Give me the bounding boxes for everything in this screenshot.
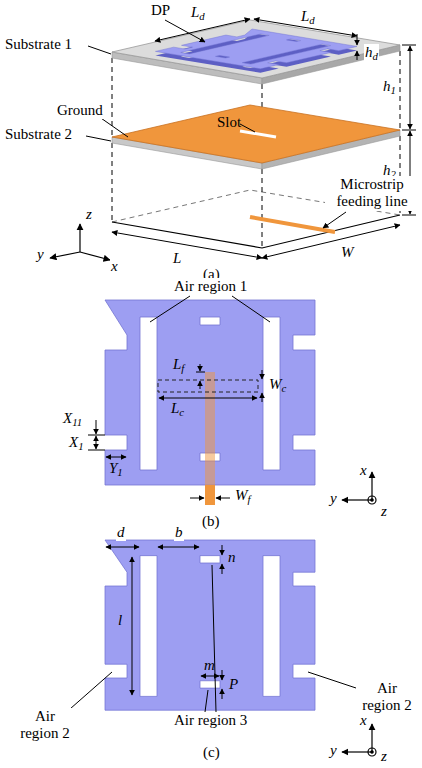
dimension-label: Wc bbox=[268, 376, 287, 393]
axis-label: z bbox=[380, 503, 388, 520]
dimension-label: Lc bbox=[170, 400, 185, 417]
part-label: Air region 2 bbox=[356, 680, 418, 715]
dimension-label: n bbox=[227, 549, 237, 566]
part-label: Air region 2 bbox=[14, 708, 76, 743]
dimension-label: b bbox=[174, 524, 184, 541]
dipole-patch-b bbox=[105, 300, 315, 485]
substrate1 bbox=[112, 20, 400, 84]
dimension-lines-a bbox=[86, 19, 416, 258]
subfigure-caption: (c) bbox=[202, 744, 221, 761]
axis-label: y bbox=[36, 246, 45, 263]
dimension-label: W bbox=[340, 244, 355, 261]
dimension-label: h1 bbox=[382, 78, 397, 95]
axis-label: x bbox=[359, 462, 368, 479]
axis-label: y bbox=[329, 742, 338, 759]
dimension-label: d bbox=[116, 524, 126, 541]
dimension-label: l bbox=[117, 612, 123, 629]
dimension-label: m bbox=[203, 657, 216, 674]
part-label: Substrate 2 bbox=[4, 126, 73, 143]
dimension-lines-b bbox=[88, 296, 270, 498]
feed-and-slot-b bbox=[158, 372, 258, 505]
subfigure-caption: (b) bbox=[201, 513, 221, 530]
part-label: Air region 1 bbox=[173, 278, 248, 295]
dimension-label: Ld bbox=[190, 4, 206, 21]
part-label: Microstrip feeding line bbox=[325, 176, 419, 211]
part-label: Substrate 1 bbox=[4, 36, 73, 53]
axis-label: z bbox=[85, 206, 93, 223]
axis-label: x bbox=[110, 258, 119, 275]
microstrip-line bbox=[250, 217, 335, 232]
dimension-label: P bbox=[228, 676, 239, 693]
axis-label: z bbox=[380, 748, 388, 765]
part-label: Ground bbox=[56, 102, 104, 119]
axis-label: x bbox=[359, 712, 368, 729]
bottom-outline bbox=[112, 51, 400, 248]
dimension-label: Lf bbox=[172, 356, 185, 373]
dimension-label: Y1 bbox=[108, 460, 124, 477]
axis-label: y bbox=[329, 490, 338, 507]
ground-substrate2 bbox=[112, 105, 400, 169]
dimension-label: hd bbox=[364, 44, 379, 61]
dipole-patch-c bbox=[105, 540, 315, 710]
dimension-label: Wf bbox=[234, 487, 252, 504]
dimension-label: X1 bbox=[68, 434, 85, 451]
dimension-label: X11 bbox=[62, 410, 83, 427]
dimension-label: Ld bbox=[300, 8, 316, 25]
part-label: DP bbox=[150, 2, 171, 19]
dimension-lines-c bbox=[62, 545, 362, 716]
part-label: Air region 3 bbox=[173, 712, 248, 729]
part-label: Slot bbox=[216, 114, 242, 131]
dimension-label: L bbox=[172, 250, 182, 267]
axes-a bbox=[50, 224, 110, 260]
